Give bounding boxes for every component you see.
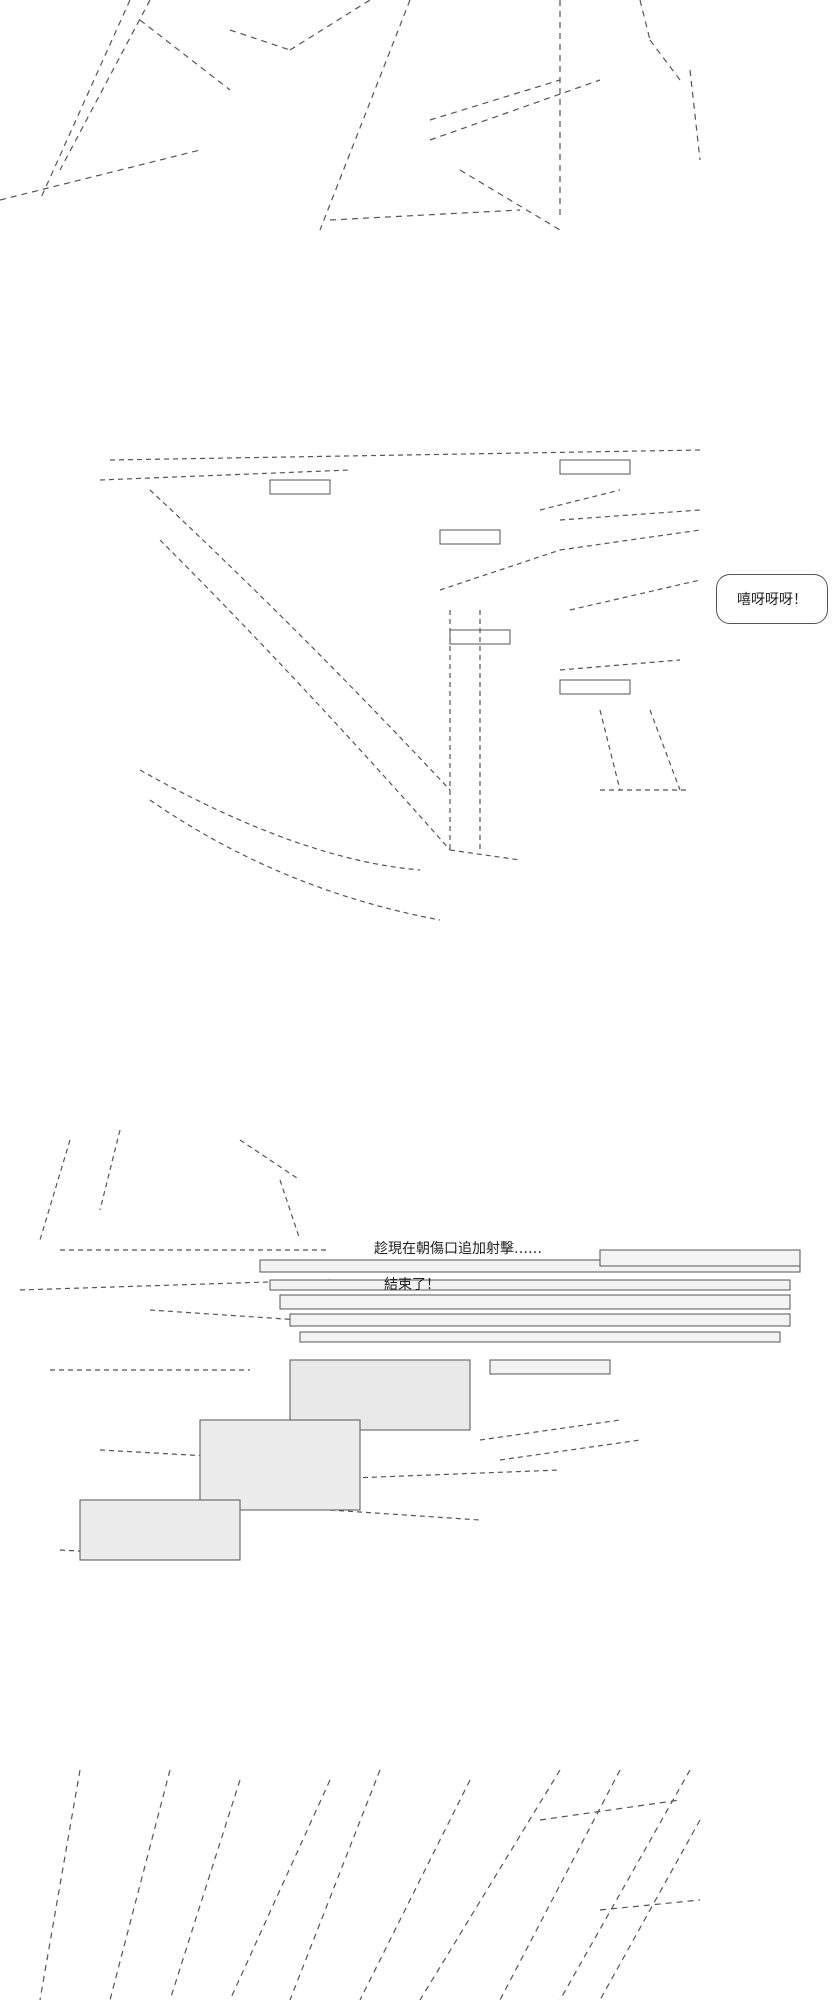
- panel-4-speed-lines: [39, 1769, 701, 2000]
- speech-bubble-text: 嘻呀呀呀！: [737, 592, 807, 608]
- speech-bubble: 嘻呀呀呀！: [716, 574, 828, 624]
- caption-finished: 結束了！: [384, 1277, 440, 1293]
- caption-followup-shot: 趁現在朝傷口追加射擊……: [374, 1241, 542, 1257]
- panel-2-ascii-drawing: [99, 449, 701, 921]
- panel-1-ascii-strokes: [0, 0, 701, 231]
- panel-3-ascii-drawing: [19, 1129, 801, 1561]
